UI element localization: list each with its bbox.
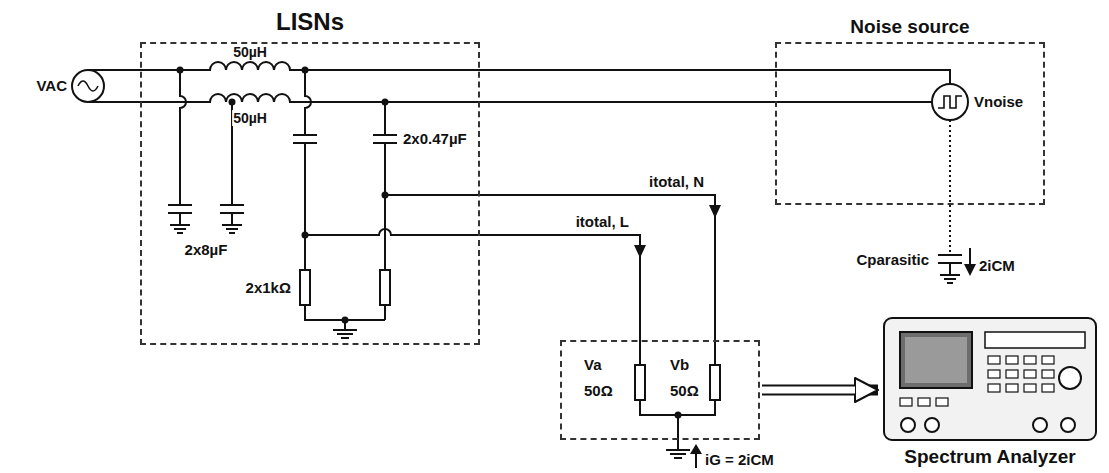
capacitor-label: Cparasitic	[855, 251, 930, 269]
spectrum-analyzer-icon	[884, 318, 1096, 440]
resistor-label: 50Ω	[584, 382, 613, 400]
analyzer-knob	[1059, 367, 1081, 389]
capacitor-value: 2x0.47µF	[402, 130, 468, 148]
resistor-symbol	[300, 270, 310, 305]
ac-source	[72, 70, 104, 102]
resistor-symbol	[380, 270, 390, 305]
lisn-box: LISNs	[140, 42, 480, 345]
current-arrow	[634, 205, 721, 258]
capacitor-symbol	[938, 255, 962, 283]
resistor-label: Va	[584, 356, 602, 374]
line-wire	[88, 62, 950, 84]
source-label: Vnoise	[973, 93, 1024, 111]
spectrum-analyzer: Spectrum Analyzer	[880, 318, 1100, 470]
signal-arrow-group	[762, 390, 878, 391]
analyzer-screen	[900, 332, 972, 388]
ground-symbol	[640, 400, 715, 458]
current-arrow	[964, 264, 976, 276]
heading: Noise source	[850, 16, 969, 38]
heading: Spectrum Analyzer	[904, 446, 1075, 468]
resistor-label: 50Ω	[670, 382, 699, 400]
noise-source-box: Noise source	[775, 42, 1045, 205]
analyzer-panel	[985, 332, 1085, 348]
resistor-value: 2x1kΩ	[245, 279, 292, 297]
analyzer-port	[901, 418, 915, 432]
resistor-label: Vb	[670, 356, 689, 374]
analyzer-body	[884, 318, 1096, 440]
current-label: 2iCM	[978, 257, 1016, 275]
capacitor-value: 2x8µF	[184, 241, 229, 259]
noise-source-symbol	[932, 84, 968, 120]
resistor-symbol	[635, 365, 645, 400]
current-label: itotal, L	[575, 213, 630, 231]
capacitor-symbol	[373, 102, 397, 320]
analyzer-port	[925, 418, 939, 432]
current-label: iG = 2iCM	[704, 451, 775, 469]
heading: LISNs	[276, 8, 344, 36]
analyzer-port	[1061, 418, 1075, 432]
inductor-value: 50µH	[232, 44, 268, 60]
analyzer-port	[1033, 418, 1047, 432]
inductor-value: 50µH	[232, 110, 268, 126]
sine-symbol	[78, 81, 98, 91]
neutral-wire	[88, 94, 932, 102]
square-wave	[938, 96, 962, 108]
capacitor-symbol	[293, 70, 385, 320]
analyzer-screen	[905, 337, 967, 383]
signal-arrow	[762, 385, 878, 396]
signal-arrow-inner	[762, 387, 855, 394]
current-arrow	[695, 452, 697, 468]
analyzer-buttons	[900, 356, 1054, 406]
measurement-box: Va 50Ω Vb 50Ω	[560, 340, 760, 440]
current-label: itotal, N	[648, 173, 705, 191]
junction-dots	[177, 67, 682, 419]
resistor-symbol	[710, 365, 720, 400]
parasitic-path	[949, 120, 951, 255]
capacitor-symbol	[168, 70, 192, 233]
source-label: VAC	[35, 77, 68, 95]
current-arrow	[969, 248, 971, 266]
current-arrow	[690, 444, 702, 454]
